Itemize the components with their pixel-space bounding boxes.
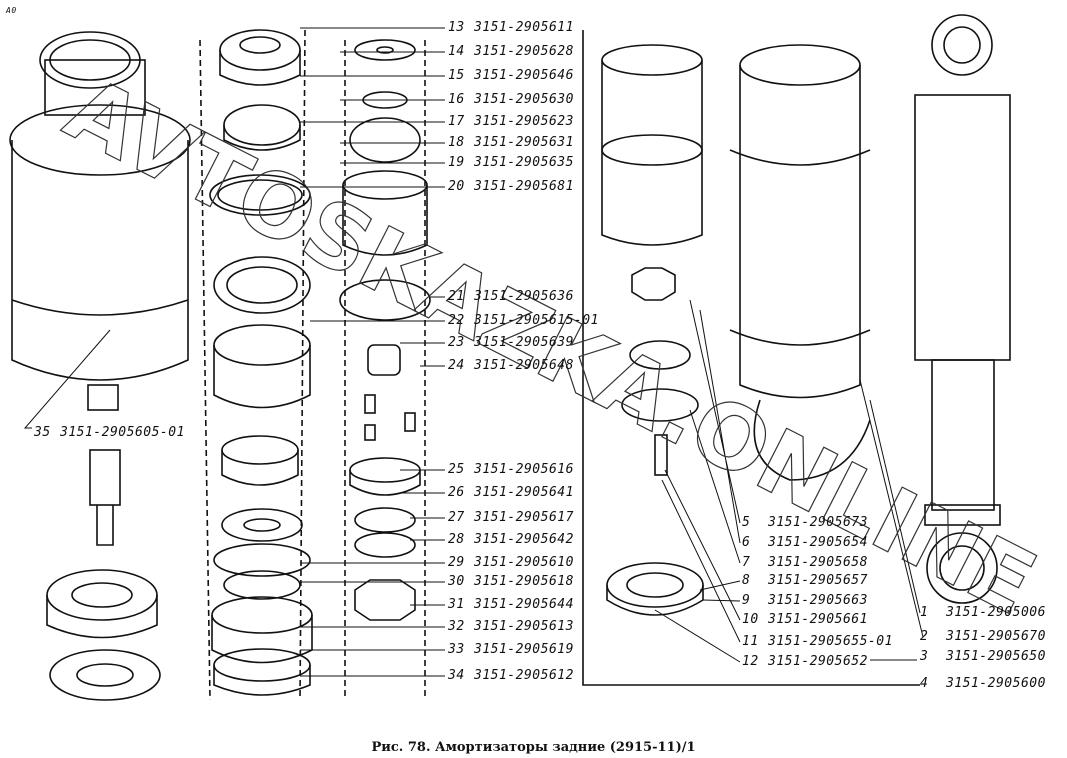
right-centre-parts [339, 39, 431, 621]
right-parts [601, 14, 1011, 616]
figure-caption: Рис. 78. Амортизаторы задние (2915-11)/1 [371, 740, 696, 755]
assembled-shock-left [9, 31, 191, 701]
centre-parts [209, 29, 313, 696]
leader-lines [23, 27, 924, 677]
corner-mark: A0 [6, 6, 17, 15]
